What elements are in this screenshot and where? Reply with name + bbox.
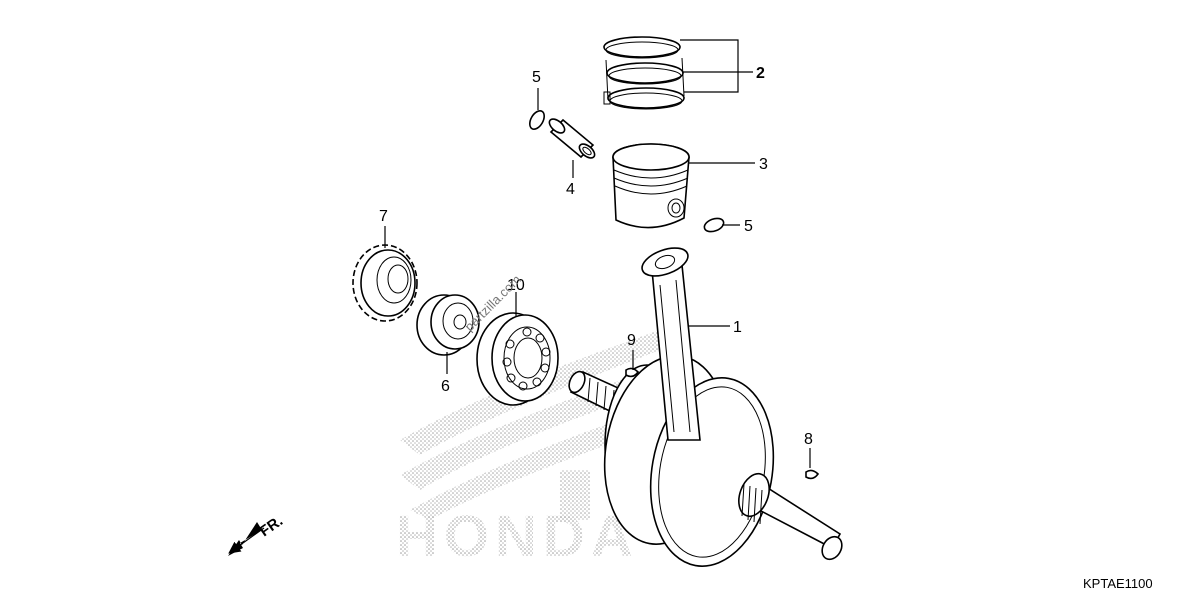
callout-2: 2 [756,65,765,82]
callout-1: 1 [733,319,742,336]
piston-part [612,143,690,229]
piston-pin-part [548,118,596,159]
circlip-part [528,110,725,233]
leader-lines [384,39,811,468]
callout-5-lower: 5 [744,218,753,235]
bearing-large-part [476,312,559,406]
front-label: FR. [257,512,287,540]
callout-7: 7 [379,208,388,225]
callout-9: 9 [627,332,636,349]
front-direction-arrow [228,522,265,556]
gear-part [352,244,418,322]
callout-10: 10 [507,277,525,294]
callout-6: 6 [441,378,450,395]
bearing-small-part [416,294,480,356]
callout-3: 3 [759,156,768,173]
diagram-code: KPTAE1100 [1083,576,1153,591]
callout-8: 8 [804,431,813,448]
brand-watermark-text: HONDA [396,504,639,569]
crankshaft-part [568,247,843,567]
woodruff-key-part [625,367,820,480]
callout-4: 4 [566,181,575,198]
piston-rings-part [603,36,685,110]
callout-5-upper: 5 [532,69,541,86]
